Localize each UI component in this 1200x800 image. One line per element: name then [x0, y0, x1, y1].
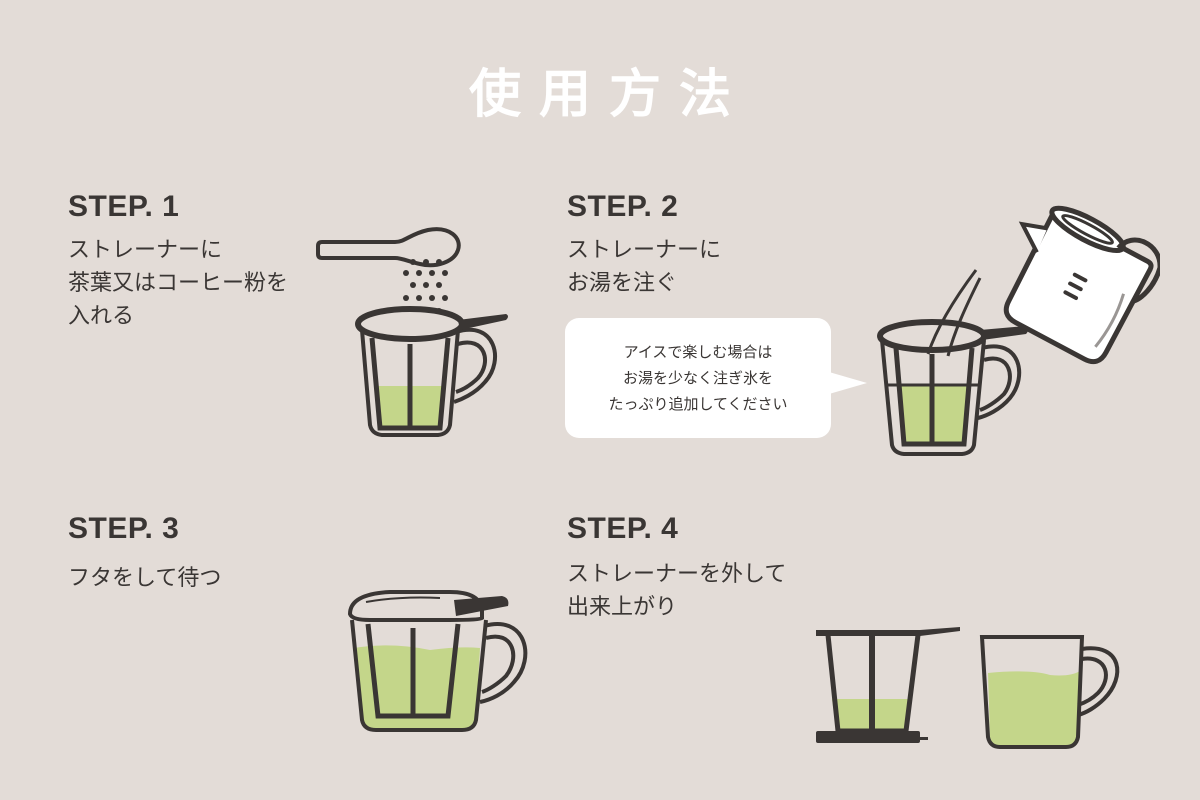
kettle-pouring-water-into-strainer-mug-icon [877, 205, 1160, 456]
step-4-description: ストレーナーを外して 出来上がり [567, 562, 787, 620]
speech-bubble-tail [829, 372, 867, 394]
page-title: 使用方法 [468, 65, 749, 125]
removed-strainer-and-finished-mug-icon [816, 627, 1120, 749]
step-1-label: STEP. 1 [68, 190, 180, 223]
step-3-label: STEP. 3 [68, 512, 180, 545]
spoon-pouring-powder-into-strainer-mug-icon [316, 227, 508, 437]
step-1-description: ストレーナーに 茶葉又はコーヒー粉を 入れる [68, 238, 289, 329]
step-3-description: フタをして待つ [68, 566, 222, 591]
finished-mug-icon [979, 635, 1120, 749]
step-2-label: STEP. 2 [567, 190, 679, 223]
lidded-mug-icon [347, 590, 528, 732]
step-2-description: ストレーナーに お湯を注ぐ [567, 238, 722, 296]
removed-strainer-icon [816, 627, 960, 743]
step-4-label: STEP. 4 [567, 512, 679, 545]
ice-tip-speech-bubble: アイスで楽しむ場合は お湯を少なく注ぎ氷を たっぷり追加してください [565, 318, 831, 438]
